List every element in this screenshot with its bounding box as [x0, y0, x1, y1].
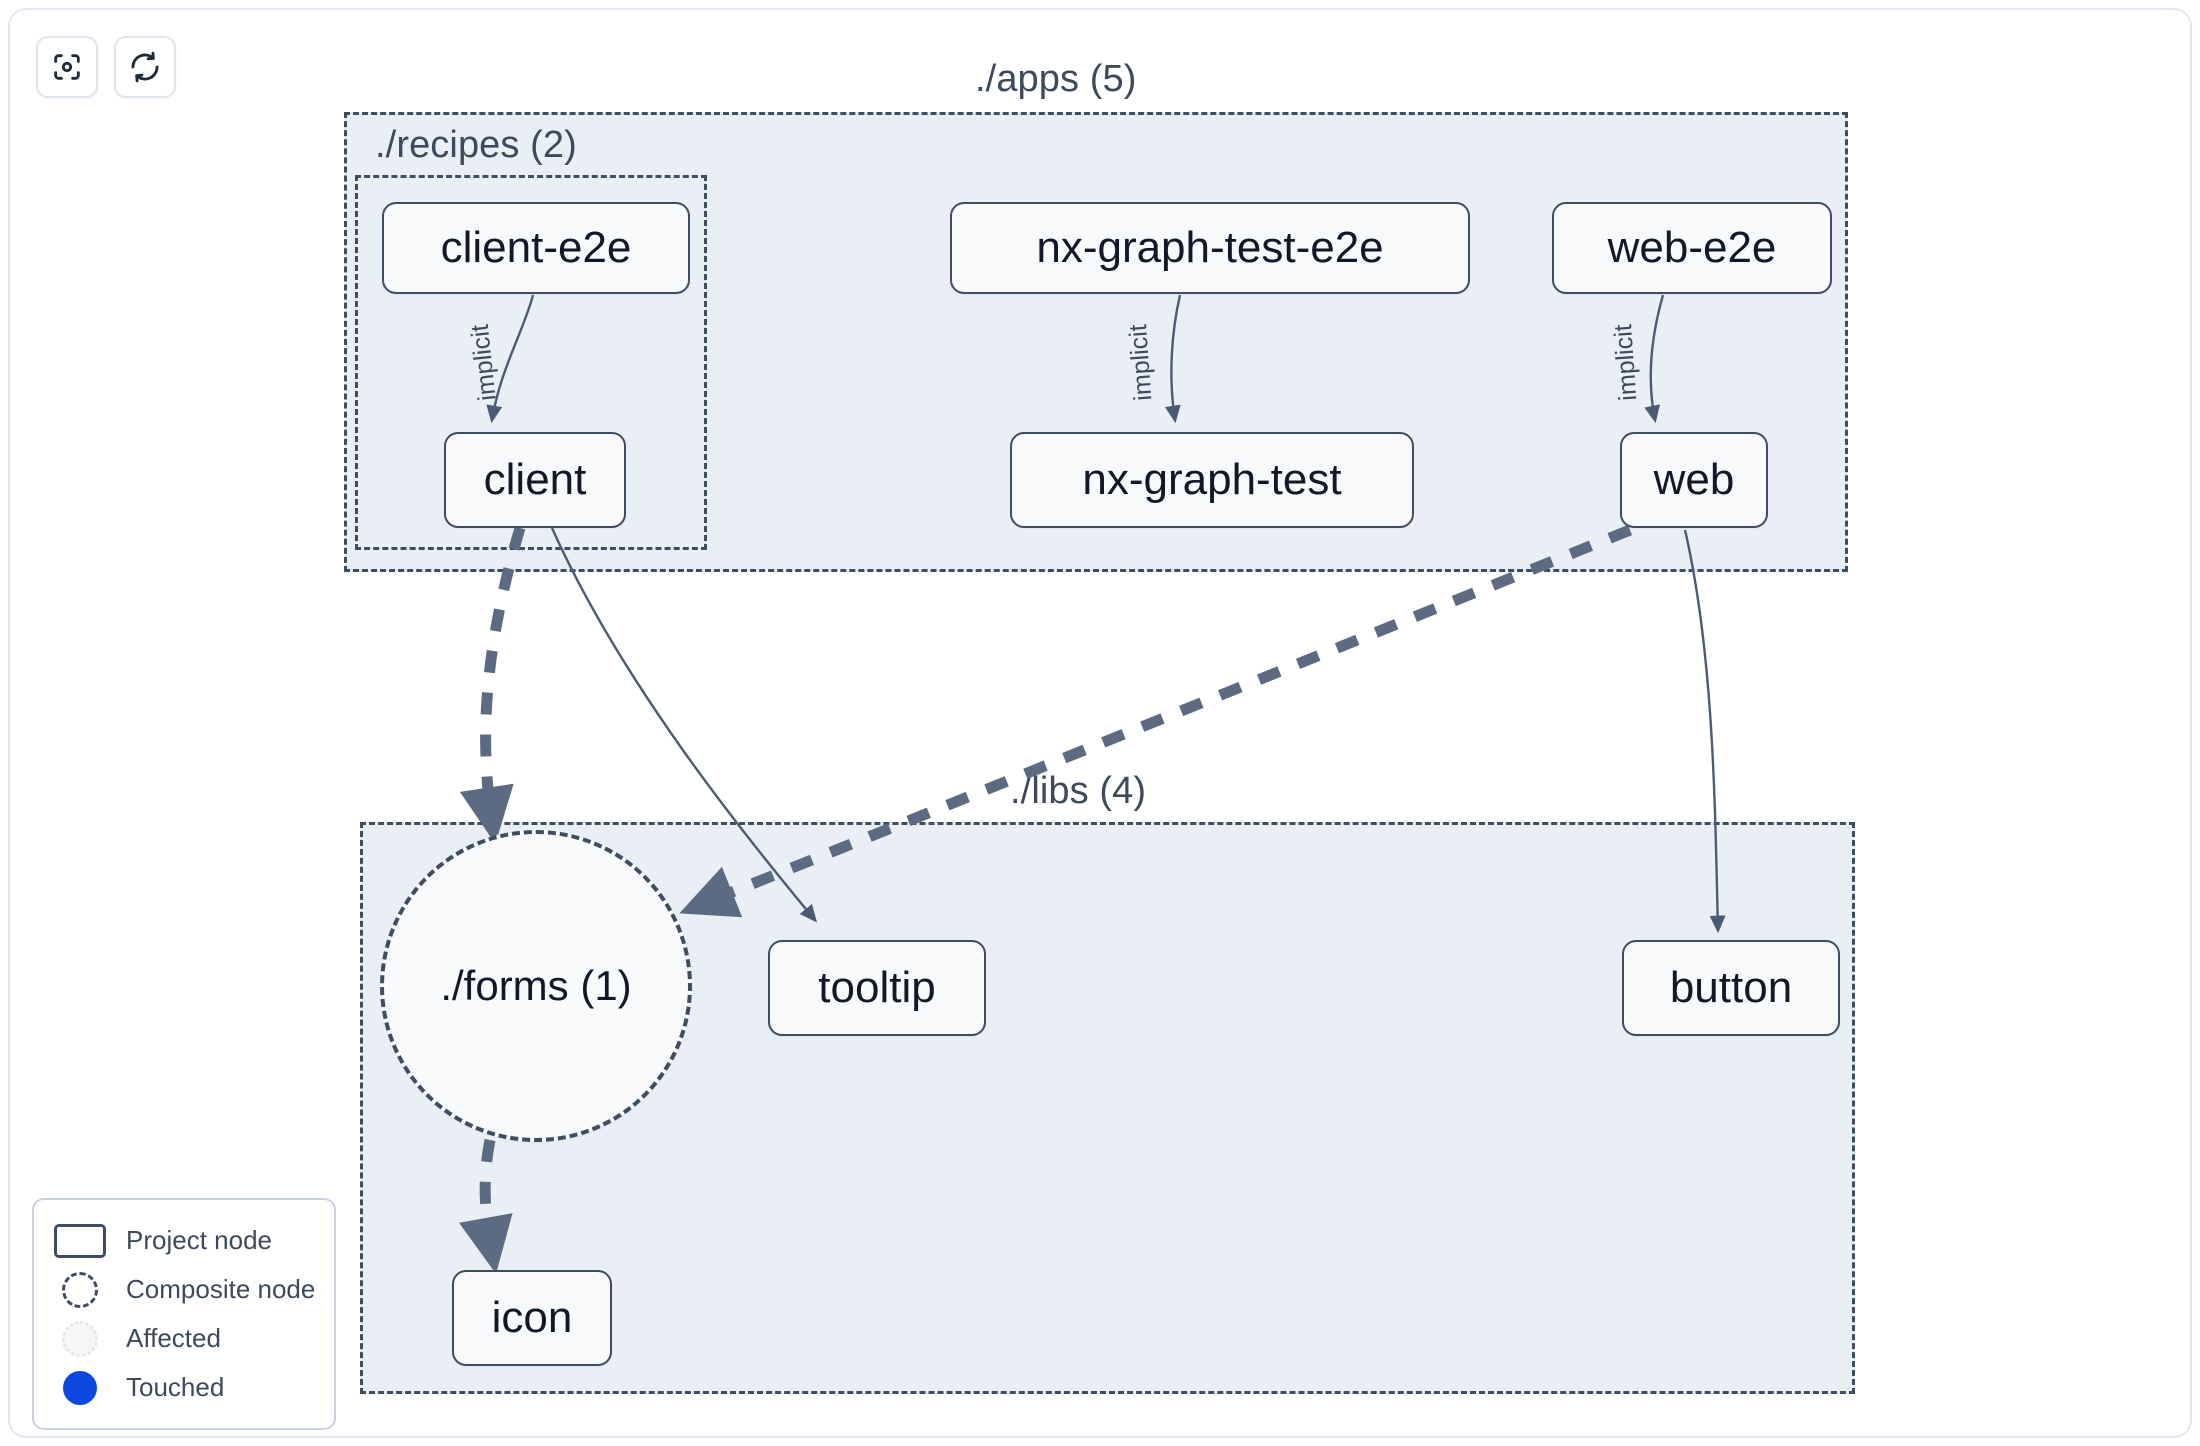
legend-item-touched: Touched — [52, 1363, 316, 1412]
node-label: button — [1669, 963, 1793, 1012]
focus-graph-button[interactable] — [36, 36, 98, 98]
node-client-e2e[interactable]: client-e2e — [382, 202, 690, 294]
node-icon[interactable]: icon — [452, 1270, 612, 1366]
graph-legend: Project node Composite node Affected Tou… — [32, 1198, 336, 1430]
legend-item-affected: Affected — [52, 1314, 316, 1363]
node-label: tooltip — [818, 963, 936, 1012]
node-label: client-e2e — [440, 223, 632, 272]
project-node-key-icon — [52, 1223, 108, 1258]
node-label: nx-graph-test-e2e — [1036, 223, 1384, 272]
legend-label: Affected — [126, 1323, 221, 1353]
node-nx-graph-test[interactable]: nx-graph-test — [1010, 432, 1414, 528]
affected-key-icon — [52, 1320, 108, 1357]
legend-item-project-node: Project node — [52, 1216, 316, 1265]
legend-label: Composite node — [126, 1274, 316, 1304]
group-recipes-label: ./recipes (2) — [375, 124, 577, 166]
node-nx-graph-test-e2e[interactable]: nx-graph-test-e2e — [950, 202, 1470, 294]
node-label: ./forms (1) — [440, 962, 632, 1009]
legend-item-composite-node: Composite node — [52, 1265, 316, 1314]
focus-target-icon — [50, 50, 84, 84]
legend-label: Touched — [126, 1372, 225, 1402]
refresh-icon — [128, 50, 162, 84]
touched-key-icon — [52, 1370, 108, 1405]
node-label: client — [483, 455, 587, 504]
group-apps-label: ./apps (5) — [975, 58, 1137, 100]
node-label: icon — [491, 1293, 573, 1342]
node-button[interactable]: button — [1622, 940, 1840, 1036]
legend-label: Project node — [126, 1225, 272, 1255]
refresh-graph-button[interactable] — [114, 36, 176, 98]
node-label: nx-graph-test — [1082, 455, 1342, 504]
edge-client-to-forms — [459, 526, 526, 845]
node-label: web — [1653, 455, 1735, 504]
node-forms[interactable]: ./forms (1) — [380, 830, 692, 1142]
node-web[interactable]: web — [1620, 432, 1768, 528]
node-client[interactable]: client — [444, 432, 626, 528]
graph-toolbar — [36, 36, 176, 98]
composite-node-key-icon — [52, 1271, 108, 1308]
node-web-e2e[interactable]: web-e2e — [1552, 202, 1832, 294]
group-libs-label: ./libs (4) — [1010, 770, 1147, 812]
node-tooltip[interactable]: tooltip — [768, 940, 986, 1036]
node-label: web-e2e — [1607, 223, 1777, 272]
